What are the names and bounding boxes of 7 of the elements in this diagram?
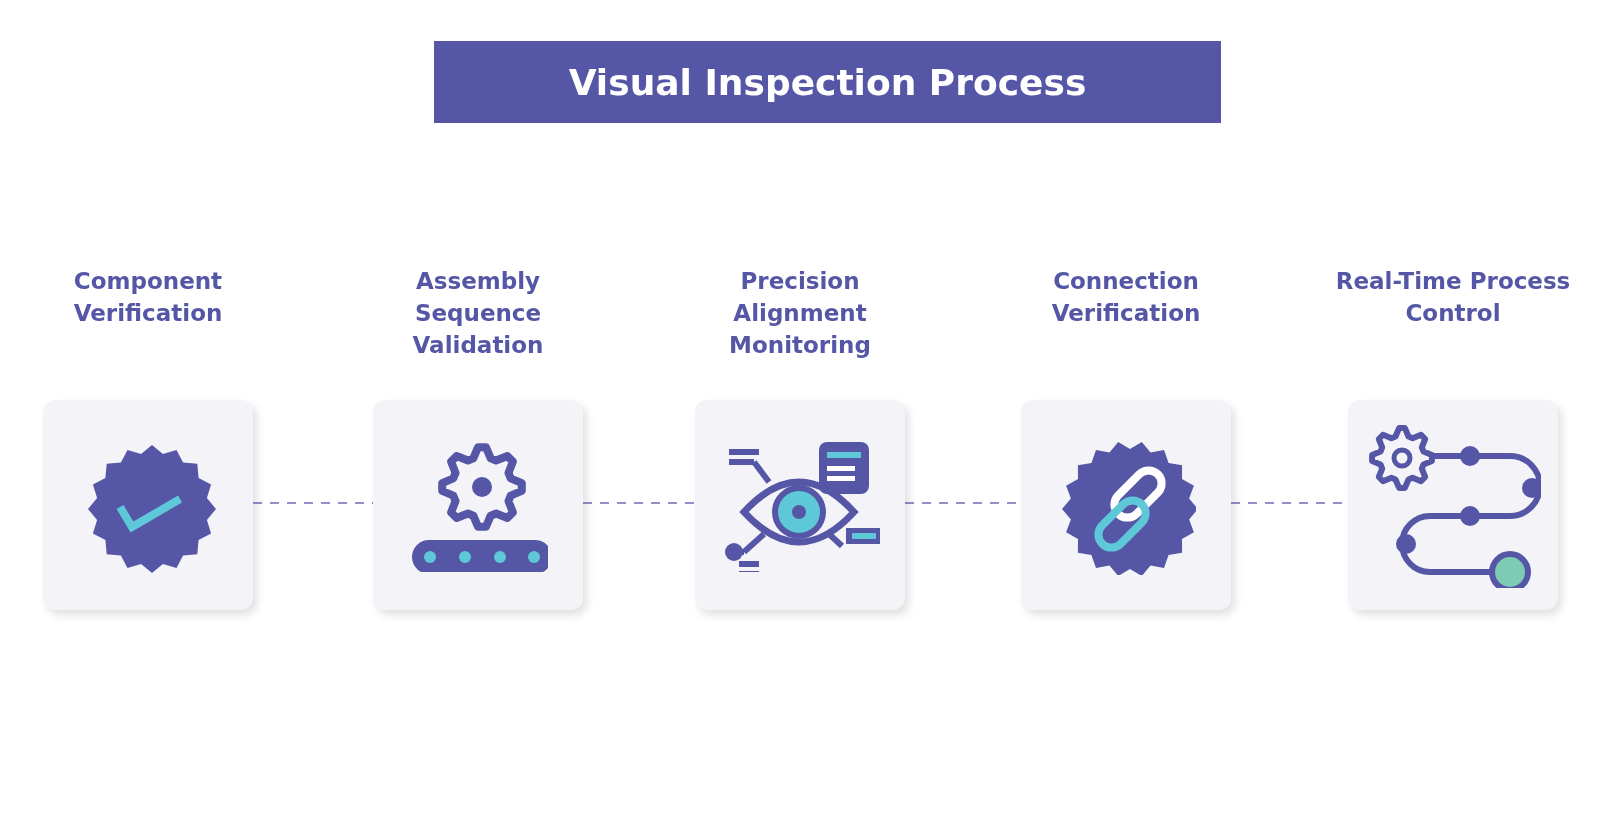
step-heading: Connection Verification: [1050, 267, 1202, 328]
step-heading: Real-Time Process Control: [1334, 267, 1572, 328]
step-heading: Component Verification: [72, 267, 224, 328]
dashed-connector: [582, 502, 696, 504]
title-banner: Visual Inspection Process: [434, 41, 1221, 123]
step-heading: Assembly Sequence Validation: [411, 267, 545, 360]
step-heading: Precision Alignment Monitoring: [728, 267, 872, 360]
